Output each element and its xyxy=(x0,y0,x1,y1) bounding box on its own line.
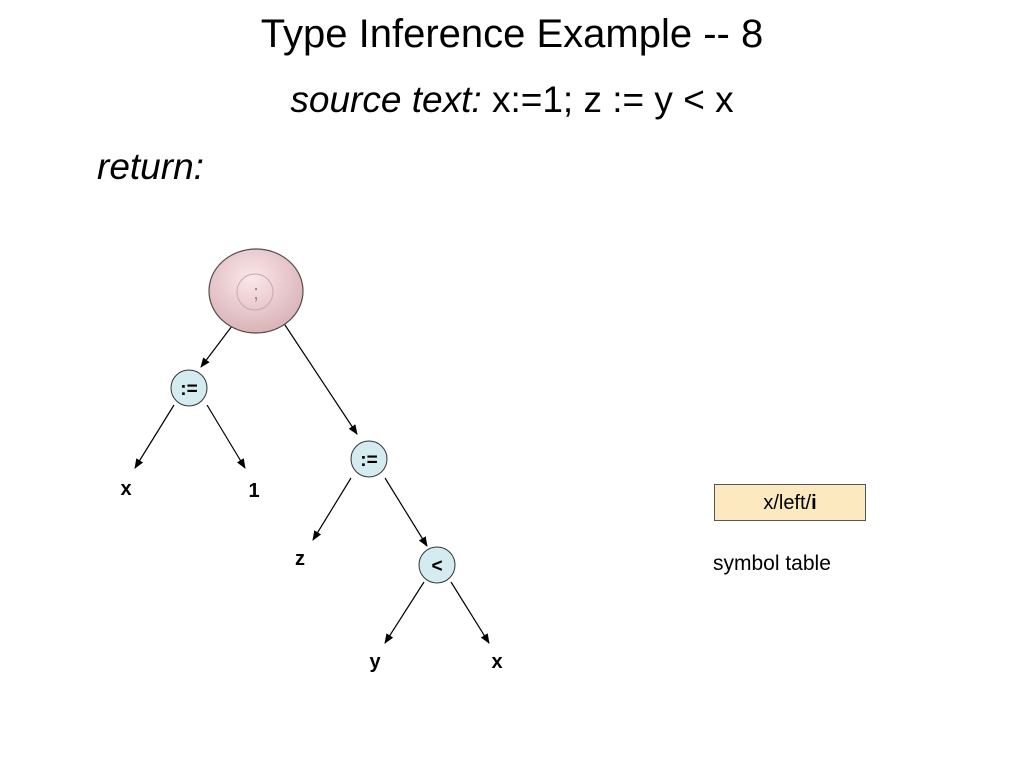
edge-less-y xyxy=(384,581,425,644)
symbol-entry-name: x/left/ xyxy=(763,492,812,514)
leaf-x-2: x xyxy=(491,651,502,673)
return-label: return: xyxy=(97,146,204,187)
edge-root-assign2 xyxy=(282,321,358,435)
edge-assign2-z xyxy=(312,477,352,541)
root-inner-ring xyxy=(236,273,274,311)
symbol-table-entry: x/left/i xyxy=(714,484,866,521)
symbol-table-caption: symbol table xyxy=(713,552,831,575)
edge-less-x xyxy=(450,581,490,644)
edge-assign1-one xyxy=(206,404,246,469)
assign2-node-shape xyxy=(350,440,388,478)
leaf-z: z xyxy=(295,548,305,570)
symbol-entry-type: i xyxy=(811,492,817,514)
less-than-node-shape xyxy=(418,546,456,584)
assign2-label: := xyxy=(360,450,377,471)
slide-title: Type Inference Example -- 8 xyxy=(260,12,764,56)
source-text-label: source text: xyxy=(290,79,482,120)
assign1-node: := xyxy=(170,369,208,407)
root-label: ; xyxy=(253,282,259,304)
less-than-label: < xyxy=(431,556,442,577)
root-node-shape xyxy=(208,248,304,334)
leaf-x: x xyxy=(120,478,131,500)
assign2-node: := xyxy=(350,440,388,478)
leaf-one: 1 xyxy=(248,480,259,502)
source-text-line: source text: x:=1; z := y < x xyxy=(0,74,1024,126)
root-node: ; xyxy=(208,248,304,334)
assign1-node-shape xyxy=(170,369,208,407)
source-code: x:=1; z := y < x xyxy=(491,79,734,120)
assign1-label: := xyxy=(180,379,197,400)
leaf-y: y xyxy=(369,651,381,673)
edge-assign1-x xyxy=(134,404,175,469)
less-than-node: < xyxy=(418,546,456,584)
edge-root-assign1 xyxy=(200,325,233,368)
edge-assign2-less xyxy=(384,477,428,547)
